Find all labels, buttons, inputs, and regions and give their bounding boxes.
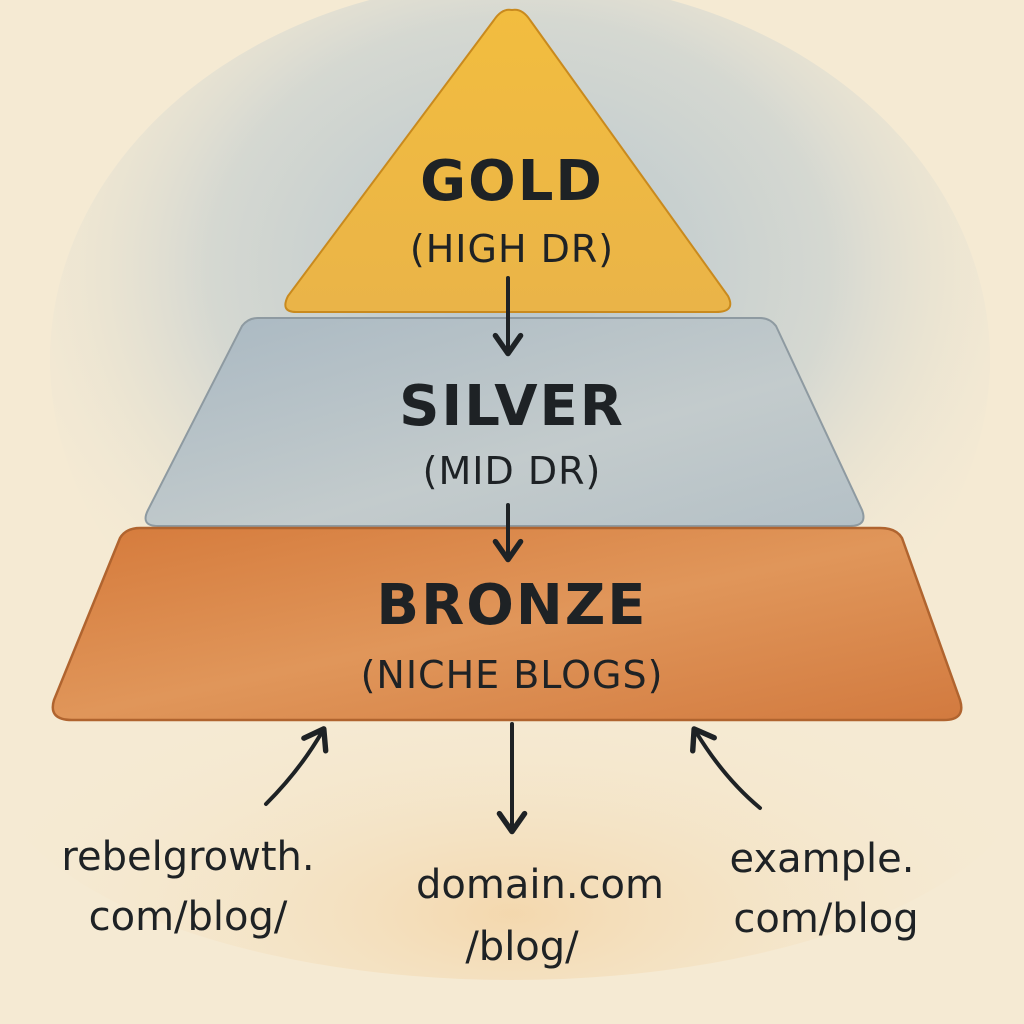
silver-tier: [144, 317, 865, 527]
bronze-subtitle: (NICHE BLOGS): [361, 653, 664, 697]
bronze-tier: [51, 526, 963, 722]
gold-subtitle: (HIGH DR): [410, 227, 614, 271]
silver-title: SILVER: [399, 374, 625, 439]
source-center-line-2: /blog/: [465, 924, 579, 970]
source-left-line-2: com/blog/: [89, 894, 288, 940]
source-right-line-1: example.: [730, 836, 915, 882]
source-center-line-1: domain.com: [416, 862, 664, 908]
source-right-line-2: com/blog: [733, 896, 918, 942]
gold-title: GOLD: [420, 149, 604, 214]
bronze-title: BRONZE: [376, 573, 647, 638]
right-source-arrow: [690, 726, 762, 810]
silver-subtitle: (MID DR): [423, 449, 602, 493]
source-left-line-1: rebelgrowth.: [61, 834, 314, 880]
left-source-arrow: [264, 726, 329, 806]
